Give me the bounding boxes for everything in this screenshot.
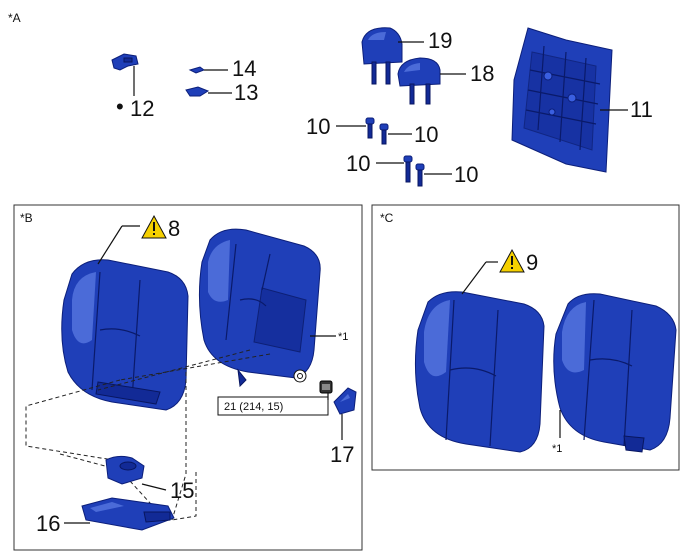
part-10-guide-d bbox=[415, 163, 425, 187]
part-label-17: 17 bbox=[330, 442, 354, 467]
section-b-frame bbox=[13, 204, 363, 551]
part-label-10a: 10 bbox=[306, 114, 330, 139]
part-13-clip bbox=[185, 86, 210, 97]
part-label-13: 13 bbox=[234, 80, 258, 105]
part-label-15: 15 bbox=[170, 478, 194, 503]
seatback-assembly-c bbox=[553, 293, 677, 453]
part-label-10d: 10 bbox=[454, 162, 478, 187]
part-10-guide-c bbox=[403, 155, 413, 183]
part-15-pocket bbox=[105, 455, 145, 485]
part-label-19: 19 bbox=[428, 28, 452, 53]
section-a-label: *A bbox=[8, 11, 21, 25]
part-19-headrest bbox=[361, 27, 403, 85]
leader-9a bbox=[461, 261, 487, 295]
leader-8a bbox=[97, 225, 123, 265]
washer-part bbox=[293, 369, 307, 383]
section-c-label: *C bbox=[380, 211, 394, 225]
part-12-bracket bbox=[111, 53, 139, 71]
bullet-mark: • bbox=[116, 94, 124, 119]
leader-15 bbox=[141, 483, 167, 491]
note-1-c: *1 bbox=[552, 443, 562, 455]
note-1-b: *1 bbox=[338, 331, 348, 343]
part-10-guide-a bbox=[365, 117, 375, 139]
part-11-seatback-frame bbox=[511, 27, 613, 173]
part-label-11: 11 bbox=[630, 97, 653, 122]
bolt-part bbox=[319, 380, 333, 394]
part-label-10c: 10 bbox=[346, 151, 370, 176]
part-label-18: 18 bbox=[470, 61, 494, 86]
part-14-clip bbox=[188, 66, 206, 74]
assembly-dashed-lines bbox=[25, 349, 271, 521]
part-17-cover bbox=[333, 387, 357, 415]
warning-triangle-icon bbox=[141, 214, 167, 239]
section-c-frame bbox=[371, 204, 680, 471]
seatback-assembly-b bbox=[198, 228, 321, 388]
warning-triangle-icon bbox=[499, 248, 525, 273]
section-b-label: *B bbox=[20, 211, 33, 225]
part-9-seatback-cover bbox=[414, 291, 545, 453]
part-8-seatback-cover bbox=[61, 259, 189, 411]
part-label-9: 9 bbox=[526, 250, 538, 275]
part-16-pad bbox=[81, 497, 175, 531]
part-label-14: 14 bbox=[232, 56, 256, 81]
part-label-8: 8 bbox=[168, 216, 180, 241]
part-label-10b: 10 bbox=[414, 122, 438, 147]
part-10-guide-b bbox=[379, 123, 389, 145]
torque-spec: 21 (214, 15) bbox=[224, 401, 283, 413]
part-label-12: 12 bbox=[130, 96, 154, 121]
part-label-16: 16 bbox=[36, 511, 60, 536]
torque-callout-box bbox=[217, 396, 329, 416]
part-18-headrest bbox=[397, 57, 441, 105]
